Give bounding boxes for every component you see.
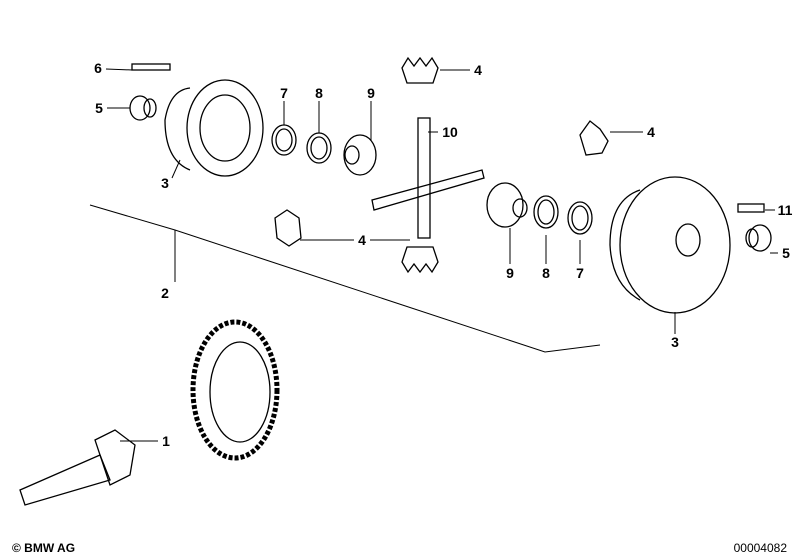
thrust-washers-right [533,195,593,235]
callout-3[interactable]: 3 [161,175,169,191]
callout-7[interactable]: 7 [576,265,584,281]
thrust-washers-left [271,124,332,164]
callout-1[interactable]: 1 [162,433,170,449]
callout-7[interactable]: 7 [280,85,288,101]
callout-9[interactable]: 9 [506,265,514,281]
bearing-left [129,95,157,121]
callout-5[interactable]: 5 [95,100,103,116]
callout-3[interactable]: 3 [671,334,679,350]
diagram-number: 00004082 [733,541,787,555]
callout-8[interactable]: 8 [542,265,550,281]
callout-9[interactable]: 9 [367,85,375,101]
callout-11[interactable]: 11 [777,202,793,218]
callout-4[interactable]: 4 [358,232,366,248]
callout-6[interactable]: 6 [94,60,102,76]
ring-gear-and-pinion [19,319,280,506]
leader-lines [89,68,778,442]
callout-5[interactable]: 5 [782,245,790,261]
side-gear-left [343,134,377,176]
bearing-right [745,224,772,252]
callout-4[interactable]: 4 [474,62,482,78]
callout-2[interactable]: 2 [161,285,169,301]
differential-housing-left [131,63,264,177]
pinion-gears [274,56,609,274]
callout-10[interactable]: 10 [442,124,458,140]
callout-4[interactable]: 4 [647,124,655,140]
callout-8[interactable]: 8 [315,85,323,101]
cross-shafts [371,117,485,239]
copyright: © BMW AG [12,541,76,555]
differential-housing-right [609,176,731,314]
bolt-right [737,203,765,213]
side-gear-right [486,182,528,228]
